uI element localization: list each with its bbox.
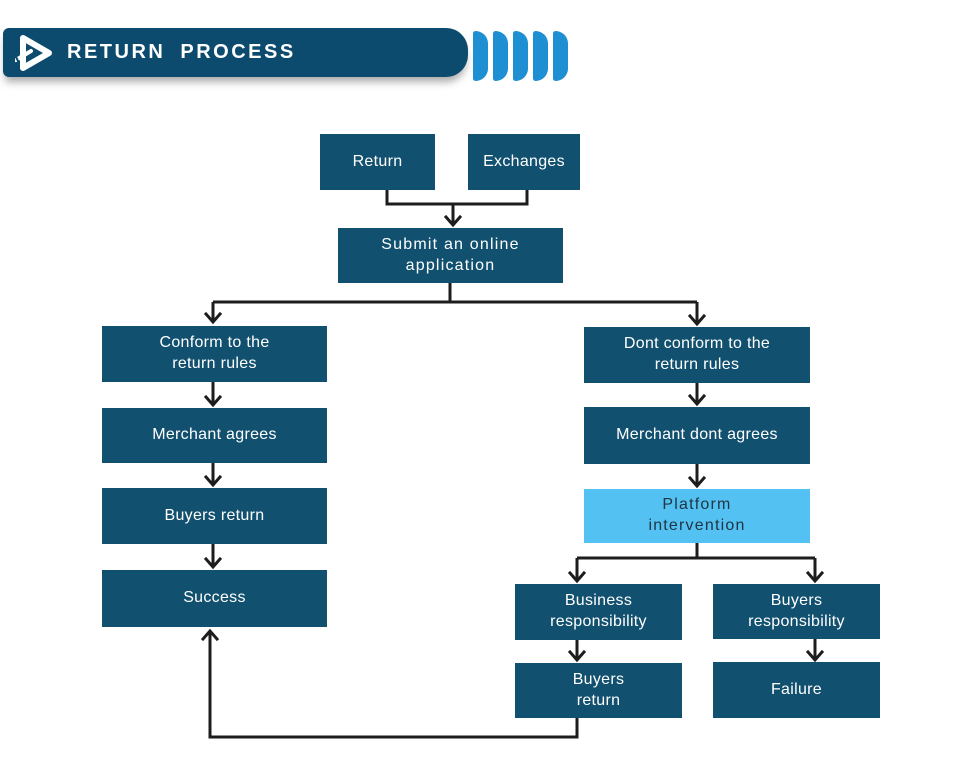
accent-chevron-icon	[553, 31, 568, 81]
connector-return-exchanges-merge	[385, 190, 529, 206]
node-submit-application: Submit an online application	[338, 228, 563, 283]
node-failure: Failure	[713, 662, 880, 718]
node-buyers-return-left: Buyers return	[102, 488, 327, 544]
node-merchant-dont-agrees: Merchant dont agrees	[584, 407, 810, 464]
node-buyers-return-bottom: Buyers return	[515, 663, 682, 718]
accent-chevron-icon	[513, 31, 528, 81]
accent-chevron-icon	[493, 31, 508, 81]
header-banner: RETURN PROCESS	[3, 28, 468, 77]
page-title: RETURN PROCESS	[67, 41, 296, 63]
accent-chevron-icon	[533, 31, 548, 81]
node-exchanges: Exchanges	[468, 134, 580, 190]
node-business-responsibility: Business responsibility	[515, 584, 682, 640]
accent-chevron-icon	[473, 31, 488, 81]
node-success: Success	[102, 570, 327, 627]
node-return: Return	[320, 134, 435, 190]
connector-platform-split	[577, 543, 815, 560]
node-buyers-responsibility: Buyers responsibility	[713, 584, 880, 639]
node-platform-intervention: Platform intervention	[584, 489, 810, 543]
connector-submit-split	[213, 283, 697, 304]
node-conform-rules: Conform to the return rules	[102, 326, 327, 382]
play-triangle-wrench-icon	[15, 35, 52, 71]
node-dont-conform-rules: Dont conform to the return rules	[584, 327, 810, 383]
node-merchant-agrees: Merchant agrees	[102, 408, 327, 463]
